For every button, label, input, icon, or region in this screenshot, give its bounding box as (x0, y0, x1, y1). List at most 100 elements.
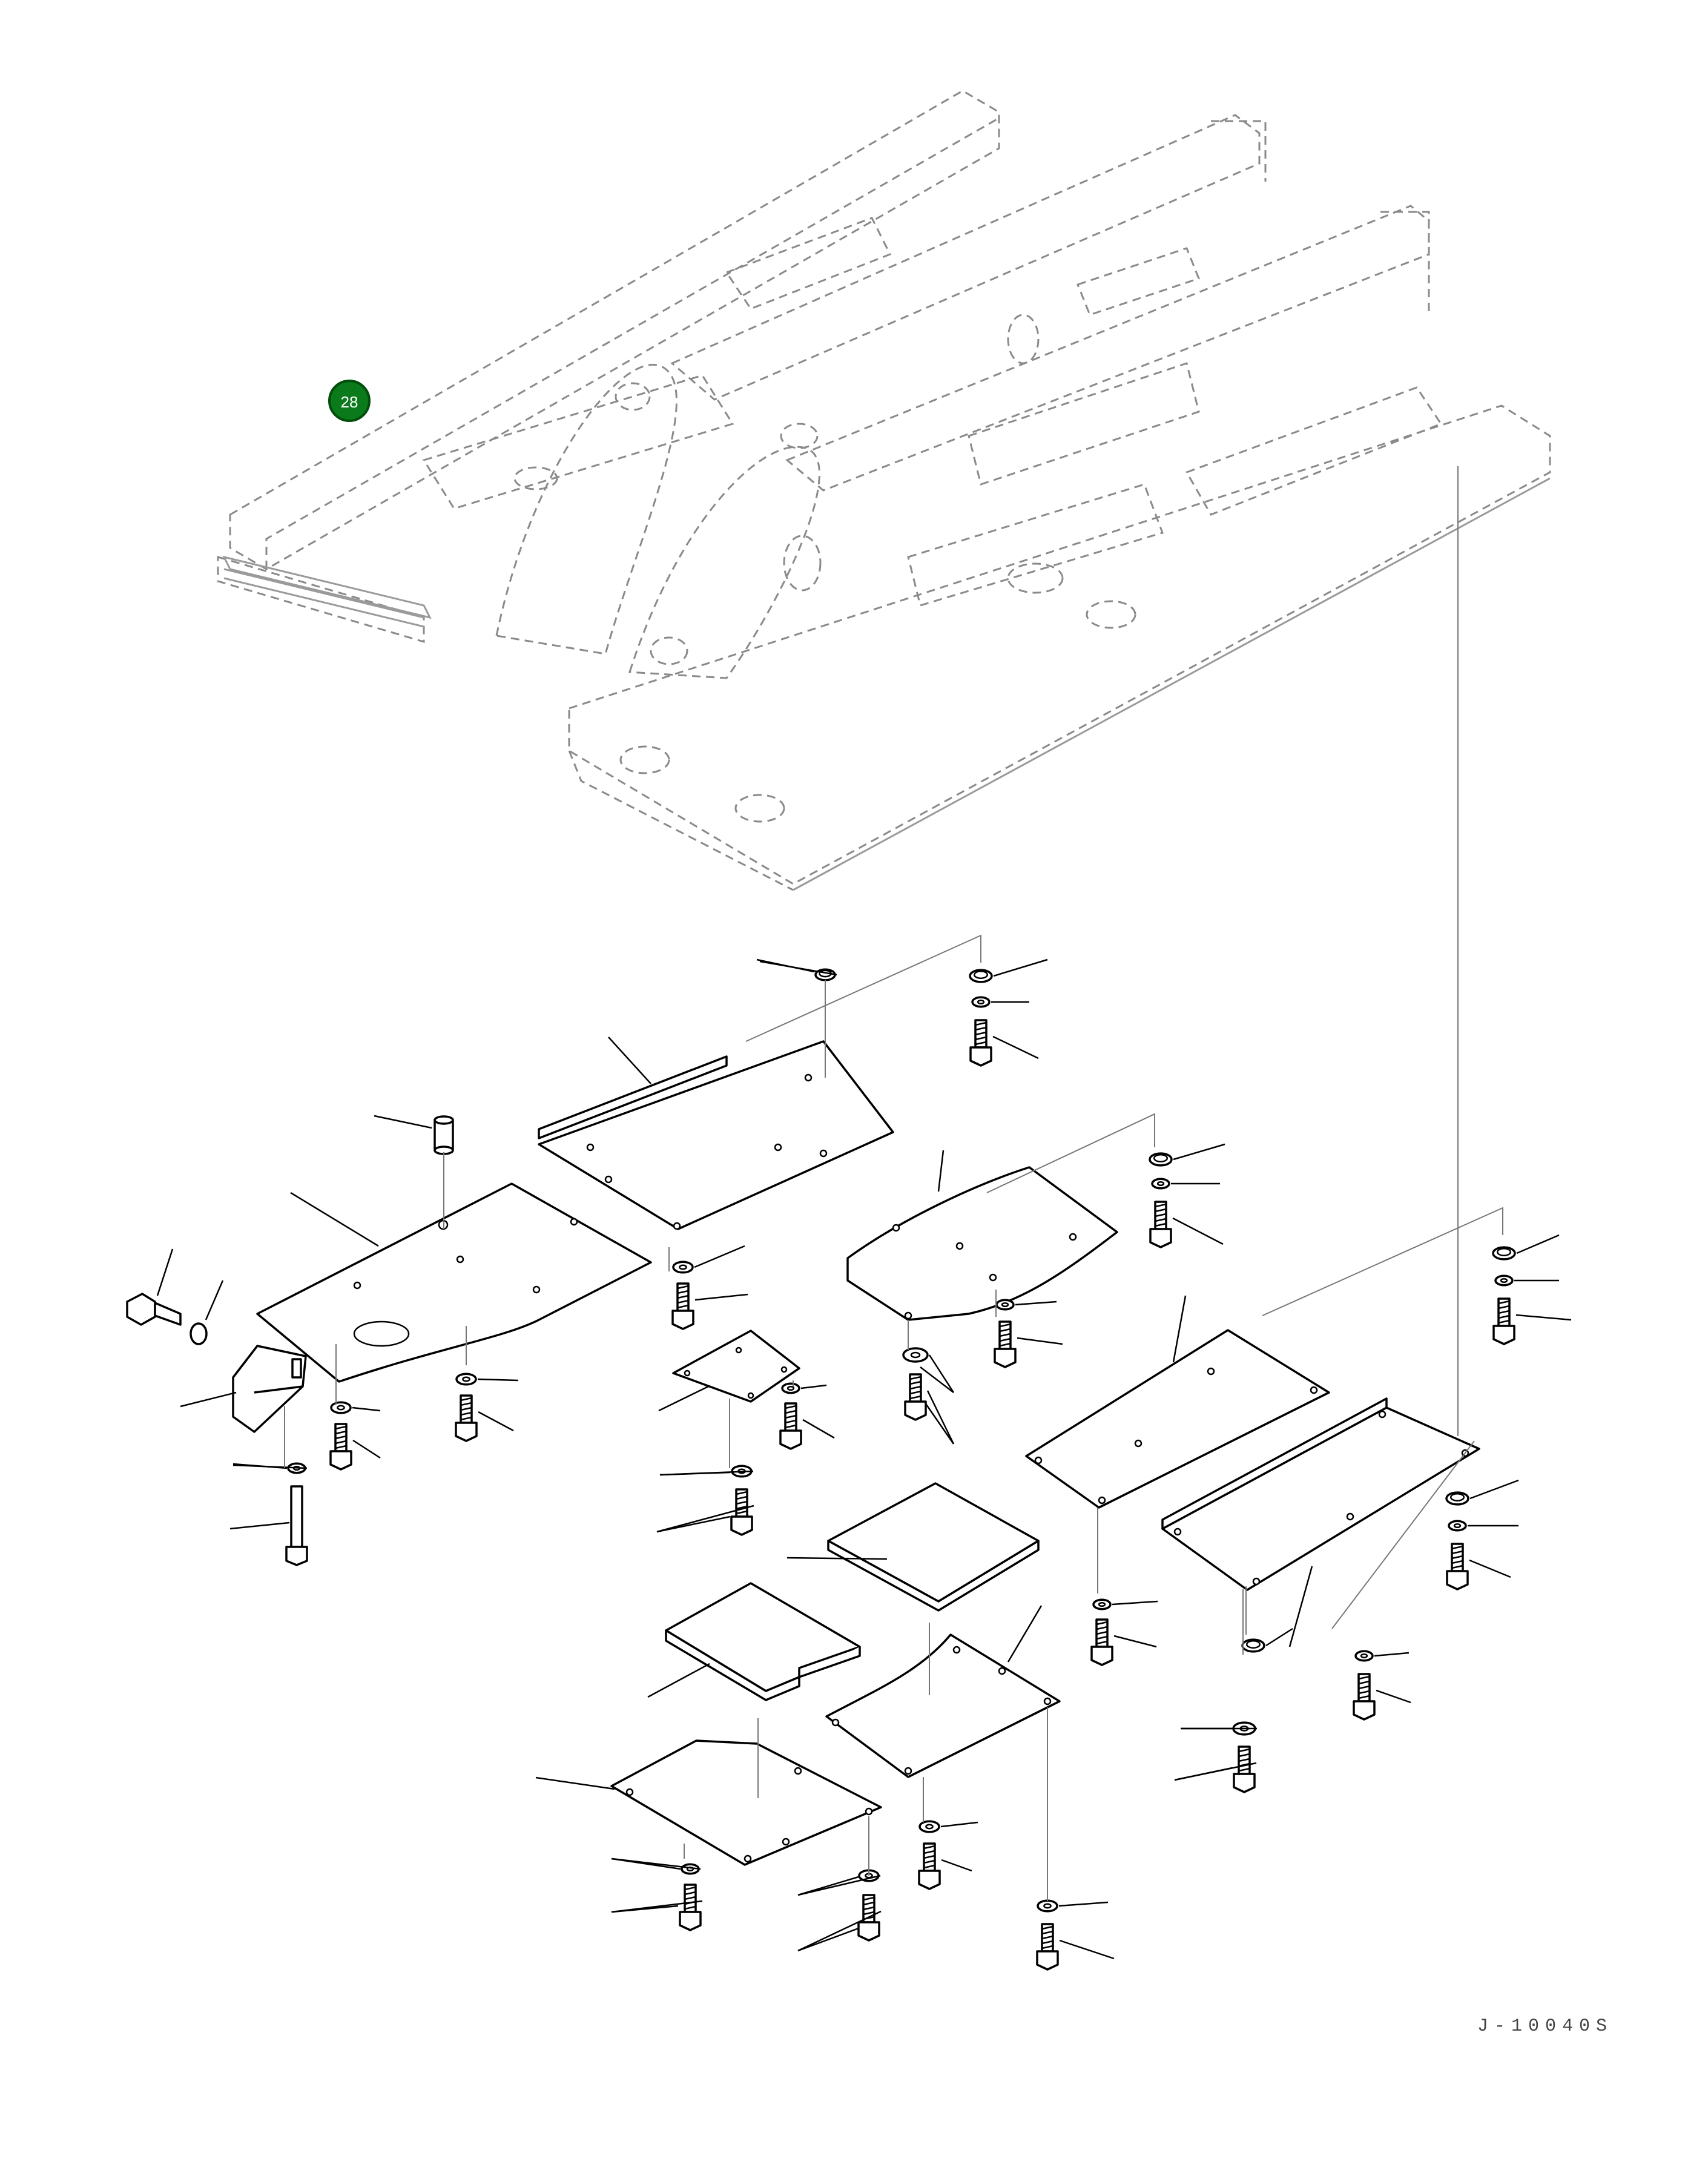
bolt-head (1149, 1228, 1172, 1248)
bolt-thread (335, 1425, 347, 1430)
leader (352, 1439, 381, 1459)
bolt-sets (229, 958, 1572, 1971)
bolt-head (969, 1046, 992, 1067)
bolt-head (455, 1422, 478, 1442)
bolt-thread (999, 1333, 1011, 1337)
bolt-head (730, 1515, 753, 1536)
leader (941, 1859, 972, 1872)
callout-badge[interactable]: 28 (328, 380, 371, 422)
bolt-thread (736, 1510, 748, 1515)
bolt-thread (975, 1036, 987, 1041)
bolt-thread (785, 1424, 797, 1429)
bolt-thread (677, 1290, 689, 1294)
cover-plate-top-center (538, 1040, 894, 1230)
leader (1515, 1314, 1572, 1321)
leader (800, 1384, 827, 1389)
guide-lines (284, 934, 1503, 1901)
leader (535, 1776, 615, 1790)
washer (1354, 1650, 1374, 1662)
leader (797, 1876, 859, 1896)
bolt-thread (1096, 1635, 1108, 1640)
bolt-thread (1238, 1753, 1250, 1758)
bolt-thread (863, 1906, 875, 1911)
leader (1059, 1939, 1115, 1960)
leader (937, 1150, 945, 1192)
bolt-thread (335, 1440, 347, 1445)
bolt-thread (923, 1864, 935, 1869)
bolt-thread (1155, 1208, 1167, 1213)
leader (1007, 1605, 1043, 1663)
bolt-thread (677, 1299, 689, 1304)
bolt-head (918, 1870, 941, 1890)
cover-plate-right-upper (1025, 1329, 1330, 1509)
leader (1017, 1337, 1063, 1345)
cover-plate-center-right (846, 1166, 1118, 1321)
washer-hole (1098, 1601, 1106, 1607)
locating-pin (434, 1115, 454, 1155)
bolt-thread (1096, 1621, 1108, 1626)
bolt-thread (923, 1845, 935, 1850)
insulation-pad-b (665, 1582, 861, 1701)
leader (940, 1821, 978, 1828)
washer (971, 996, 991, 1008)
leader (1516, 1234, 1560, 1254)
leader (156, 1248, 174, 1296)
bolt-thread (1238, 1748, 1250, 1753)
washer-hole (925, 1824, 934, 1830)
leader (797, 1910, 882, 1952)
bolt-thread (975, 1031, 987, 1036)
leader (992, 1035, 1039, 1060)
bolt-thread (999, 1342, 1011, 1347)
bolt-thread (736, 1500, 748, 1505)
bolt-thread (1041, 1935, 1053, 1940)
washer (672, 1261, 694, 1274)
leader (232, 1463, 288, 1469)
leader (478, 1411, 514, 1432)
leader (1015, 1300, 1057, 1306)
washer (1151, 1178, 1170, 1190)
washer (1092, 1598, 1112, 1610)
leader (797, 1927, 859, 1952)
leader (1058, 1901, 1109, 1907)
bolt-thread (785, 1419, 797, 1424)
bolt-head (1036, 1950, 1059, 1971)
bolt-thread (923, 1854, 935, 1859)
leader (608, 1037, 651, 1084)
leader (477, 1378, 519, 1382)
bolt-thread (1041, 1930, 1053, 1935)
leader (926, 1390, 955, 1445)
leader (1174, 1767, 1233, 1781)
bolt-thread (1041, 1940, 1053, 1945)
leader (802, 1419, 835, 1439)
bolt-head (1492, 1325, 1515, 1345)
leader (1469, 1479, 1519, 1500)
bolt-thread (1498, 1300, 1510, 1305)
leader (925, 1404, 955, 1445)
bolt-thread (1238, 1758, 1250, 1762)
bolt-thread (1358, 1690, 1370, 1695)
bolt-thread (1498, 1305, 1510, 1310)
bolt-thread (684, 1891, 696, 1896)
bolt-thread (999, 1323, 1011, 1328)
bolt-thread (785, 1409, 797, 1414)
bolt-thread (1451, 1555, 1463, 1560)
washer-hole (786, 1385, 795, 1391)
insulation-pad-a (827, 1482, 1040, 1612)
leader (1374, 1652, 1410, 1657)
bolt-thread (736, 1495, 748, 1500)
leader (659, 1471, 731, 1476)
washer-hole (977, 999, 985, 1005)
bolt-thread (1155, 1203, 1167, 1208)
leader (756, 958, 815, 973)
bolt-thread (909, 1390, 922, 1395)
washer (995, 1299, 1015, 1311)
cover-plate-left-large (256, 1182, 652, 1383)
leader (352, 1406, 381, 1412)
callout-label: 28 (341, 393, 358, 411)
leader (993, 958, 1048, 977)
leader (180, 1391, 237, 1408)
washer (330, 1401, 352, 1414)
bolt-thread (1096, 1640, 1108, 1645)
bolt-head (329, 1450, 352, 1471)
